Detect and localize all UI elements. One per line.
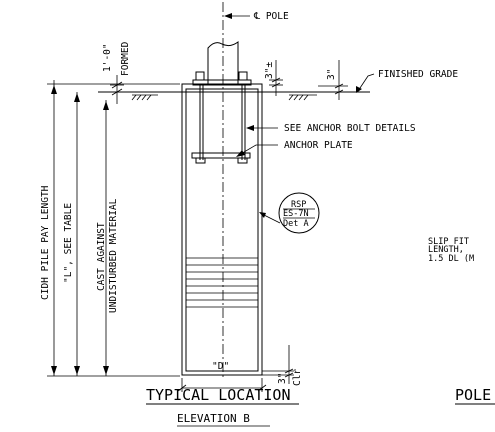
formed-word-label: FORMED [120,41,131,76]
ground-hatch-right [288,94,317,101]
l-dimension: "L", SEE TABLE [63,92,80,376]
anchor-plate [191,152,251,164]
undisturbed-material-label: UNDISTURBED MATERIAL [108,198,119,313]
reinforcement-hoops [186,257,258,308]
right-title-label: POLE [455,386,491,404]
right-title: POLE [455,386,495,405]
anchor-plate-label: ANCHOR PLATE [284,140,353,151]
rsp-line2: ES-7N [283,209,309,219]
cast-against-dimension: CAST AGAINST UNDISTURBED MATERIAL [96,100,119,376]
clr-label: Clr [292,369,303,386]
formed-dimension: 1'-0" FORMED [102,41,131,104]
dim-3-grade-label: 3" [326,69,337,80]
svg-text:1.5 DL (M: 1.5 DL (M [428,254,474,264]
base-plate [192,71,252,86]
l-see-table-label: "L", SEE TABLE [63,203,74,283]
anchor-bolt-callout: SEE ANCHOR BOLT DETAILS [246,123,416,134]
rsp-detail-callout: RSP ES-7N Det A [259,192,320,234]
rsp-line3: Det A [283,219,309,229]
finished-grade-label: FINISHED GRADE [378,69,458,80]
dim-3-plusminus-label: 3"± [264,62,275,79]
rsp-line1: RSP [291,200,306,210]
svg-text:SLIP FIT: SLIP FIT [428,237,469,247]
anchor-bolts [199,85,246,160]
slip-fit-note: SLIP FIT LENGTH, 1.5 DL (M [428,237,474,264]
dim-3-plusminus: 3"± [264,60,283,96]
pole-stub [207,41,239,85]
d-dim-label: "D" [212,361,229,372]
pile-pay-length-dimension: CIDH PILE PAY LENGTH [40,80,180,376]
drawing-title: TYPICAL LOCATION ELEVATION B [146,386,299,427]
dim-3-grade: 3" [318,60,348,100]
subtitle-label: ELEVATION B [177,412,250,425]
anchor-plate-callout: ANCHOR PLATE [236,140,353,157]
cidh-pile [181,83,263,376]
anchor-bolt-label: SEE ANCHOR BOLT DETAILS [284,123,416,134]
ground-hatch-left [131,94,158,101]
dim-3-clr-label: 3" [277,373,288,384]
clear-cover-dimension: 3" Clr [262,345,303,386]
formed-dim-label: 1'-0" [102,43,113,72]
svg-text:LENGTH,: LENGTH, [428,245,464,255]
pole-label: ℄ POLE [253,11,289,22]
finished-grade-callout: FINISHED GRADE [356,69,458,93]
cast-against-label: CAST AGAINST [96,222,107,291]
pile-pay-length-label: CIDH PILE PAY LENGTH [40,185,51,300]
diameter-dimension: "D" [177,361,267,392]
pole-label-group: ℄ POLE [224,11,289,22]
title-label: TYPICAL LOCATION [146,386,291,404]
